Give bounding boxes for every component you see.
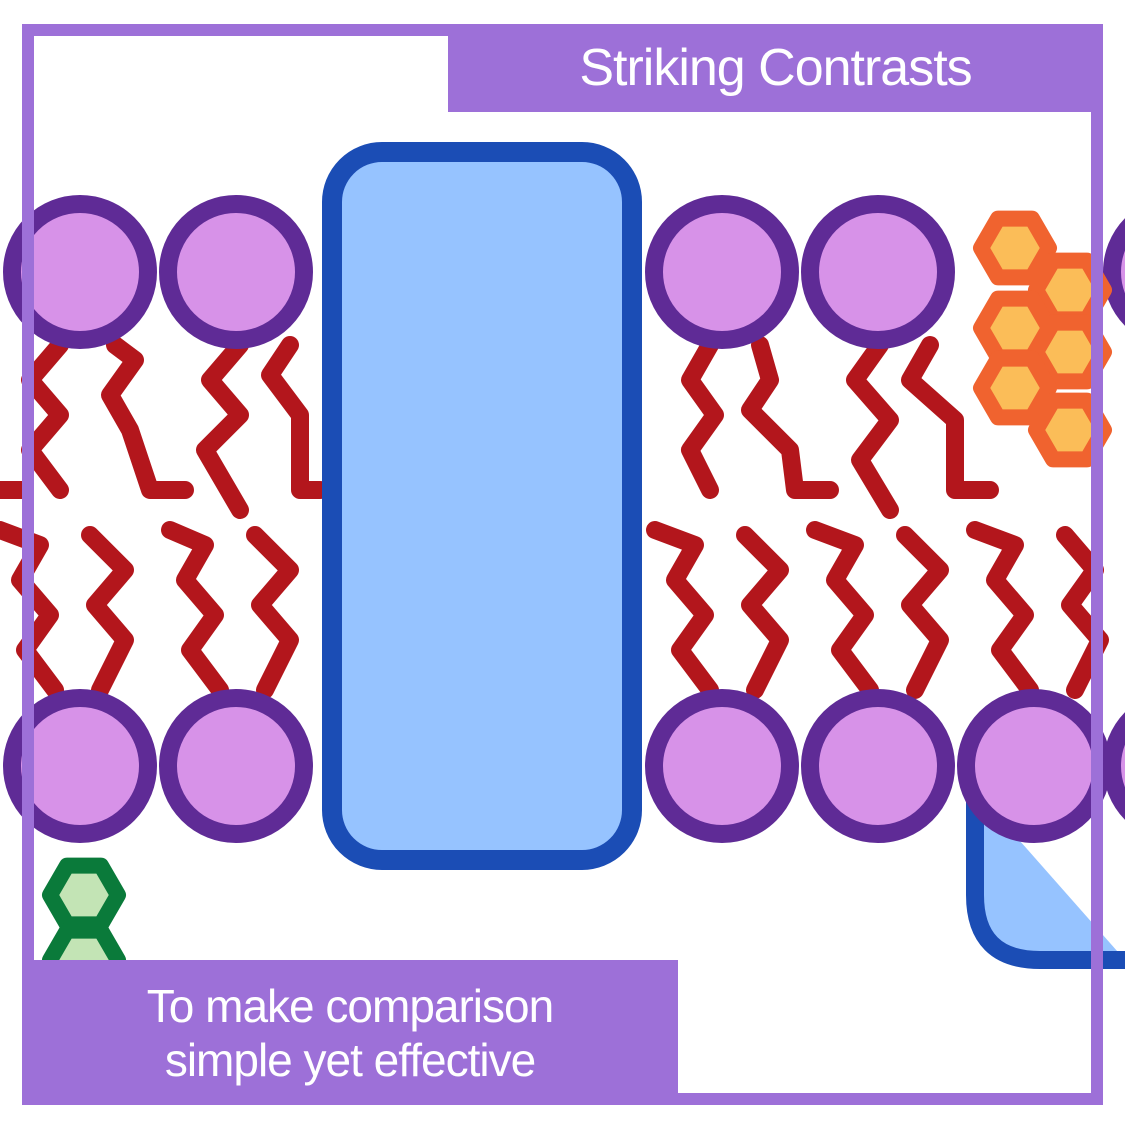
lipid-tail [846,336,899,519]
lipid-tail [681,336,724,499]
phospholipid-head [1103,712,1125,820]
lipid-tail [966,521,1039,699]
orange-hexagon-cluster [973,210,1112,468]
lipid-tail [806,521,879,699]
hexagon-ring [42,857,126,933]
lipid-tail [646,521,719,699]
phospholipid-head [645,195,799,349]
hexagon-ring [973,350,1057,426]
phospholipid-head [159,195,313,349]
lipid-tail [736,526,789,699]
hexagon-ring [1028,392,1112,468]
lipid-tails-top [0,336,999,519]
phospholipid-heads-bottom [3,689,1125,843]
transmembrane-protein [322,142,642,870]
phospholipid-head [645,689,799,843]
phospholipid-head [3,195,157,349]
phospholipid-head [801,689,955,843]
lipid-tail [21,336,69,499]
subtitle-line-1: To make comparison [146,979,554,1032]
lipid-tail [0,521,64,699]
phospholipid-head [1103,218,1125,326]
phospholipid-head [957,689,1111,843]
lipid-tail [196,336,249,519]
lipid-tail [246,526,299,699]
phospholipid-heads-top [3,195,1125,349]
phospholipid-head [159,689,313,843]
subtitle-line-2: simple yet effective [164,1033,536,1086]
lipid-tail [261,336,329,499]
lipid-tail [896,526,949,699]
title-text: Striking Contrasts [579,39,972,97]
lipid-tail [161,521,229,699]
lipid-tail [81,526,134,699]
lipid-tail [101,336,194,499]
lipid-tail [1056,526,1109,699]
hexagon-ring [973,210,1057,286]
phospholipid-head [3,689,157,843]
lipid-tail [901,336,999,499]
lipid-tails-bottom [0,521,1109,699]
subtitle-banner: To make comparison simple yet effective [22,960,678,1105]
lipid-tail [741,336,839,499]
phospholipid-head [801,195,955,349]
title-banner: Striking Contrasts [448,24,1103,112]
